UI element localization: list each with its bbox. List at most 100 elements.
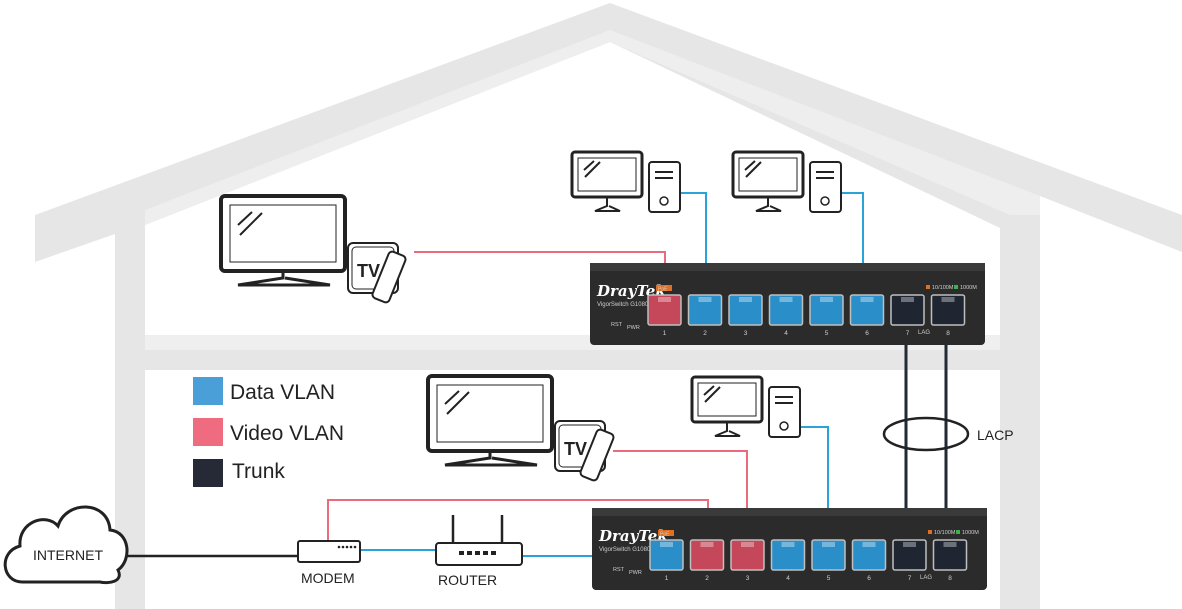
switch-lower-port-6-latch xyxy=(862,542,876,547)
switch-upper-led-b: 1000M xyxy=(960,285,977,291)
switch-lower-port-7-number: 7 xyxy=(908,575,912,582)
switch-upper-ports: 1 2 3 4 5 6 7 8 xyxy=(647,294,966,337)
switch-lower-port-5 xyxy=(811,539,846,571)
switch-upper-port-4-latch xyxy=(779,297,793,302)
switch-lower-led-a: 10/100M xyxy=(934,530,956,536)
switch-upper-port-5-latch xyxy=(820,297,833,302)
modem: MODEM xyxy=(297,540,361,586)
switch-upper-port-2 xyxy=(687,294,723,326)
internet-cloud: INTERNET xyxy=(3,505,129,585)
switch-lower-port-8 xyxy=(932,539,968,571)
switch-lower-port-3 xyxy=(730,539,765,571)
tv-lower xyxy=(426,374,554,467)
modem-icon xyxy=(297,540,361,563)
switch-lower-ports: 1 2 3 4 5 6 7 8 xyxy=(649,539,968,582)
switch-lower-rst: RST xyxy=(613,567,625,573)
tv-upper xyxy=(219,194,347,287)
switch-upper-port-1-number: 1 xyxy=(663,330,667,337)
legend: Data VLAN Video VLAN Trunk xyxy=(193,377,344,487)
switch-upper-port-5-number: 5 xyxy=(825,330,829,337)
switch-lower-port-4-number: 4 xyxy=(786,575,790,582)
switch-lower-port-5-latch xyxy=(822,542,835,547)
router-label: ROUTER xyxy=(438,572,497,588)
switch-upper-port-4-number: 4 xyxy=(784,330,788,337)
switch-lower-port-6-number: 6 xyxy=(867,575,871,582)
switch-upper-port-4 xyxy=(768,294,804,326)
switch-lower-poe: PoE xyxy=(660,532,670,538)
switch-upper: DrayTek VigorSwitch G1080 PoE 10/100M 10… xyxy=(590,263,985,345)
switch-lower-port-3-number: 3 xyxy=(746,575,750,582)
switch-lower-led-b: 1000M xyxy=(962,530,979,536)
computer-upper-1 xyxy=(570,150,681,213)
lacp-ring xyxy=(882,416,970,452)
switch-upper-port-3 xyxy=(728,294,763,326)
switch-lower-port-7 xyxy=(892,539,927,571)
legend-label-video: Video VLAN xyxy=(230,422,344,445)
legend-swatch-trunk xyxy=(193,459,223,487)
lacp-label: LACP xyxy=(977,427,1014,443)
set-top-box-upper: TV xyxy=(347,242,407,304)
switch-lower: DrayTek VigorSwitch G1080 PoE 10/100M 10… xyxy=(592,508,987,590)
house-roof-inner xyxy=(145,30,1040,228)
switch-upper-port-2-number: 2 xyxy=(703,330,707,337)
switch-lower-model: VigorSwitch G1080 xyxy=(599,547,651,553)
switch-upper-poe: PoE xyxy=(658,287,668,293)
switch-upper-port-6-latch xyxy=(860,297,874,302)
legend-swatch-video xyxy=(193,418,223,446)
switch-lower-port-7-latch xyxy=(903,542,916,547)
switch-upper-rst: RST xyxy=(611,322,623,328)
switch-upper-port-7-number: 7 xyxy=(906,330,910,337)
switch-lower-port-2-number: 2 xyxy=(705,575,709,582)
switch-upper-port-7 xyxy=(890,294,925,326)
switch-upper-model: VigorSwitch G1080 xyxy=(597,302,649,308)
wire-data-upper-pc1 xyxy=(680,192,707,290)
switch-upper-port-1 xyxy=(647,294,682,326)
internet-label: INTERNET xyxy=(33,547,103,563)
modem-label: MODEM xyxy=(301,570,355,586)
switch-upper-port-8-number: 8 xyxy=(946,330,950,337)
switch-lower-pwr: PWR xyxy=(629,570,642,576)
house-floor xyxy=(145,350,1000,370)
switch-upper-port-3-latch xyxy=(739,297,752,302)
router: ROUTER xyxy=(435,515,523,588)
switch-lower-port-8-number: 8 xyxy=(948,575,952,582)
switch-lower-port-2-latch xyxy=(700,542,714,547)
switch-upper-port-5 xyxy=(809,294,844,326)
switch-upper-lag: LAG xyxy=(918,330,930,336)
switch-upper-port-6-number: 6 xyxy=(865,330,869,337)
switch-lower-port-4-latch xyxy=(781,542,795,547)
tv-lower-label: TV xyxy=(564,439,587,459)
switch-lower-port-6 xyxy=(851,539,887,571)
cloud-icon xyxy=(3,505,129,585)
switch-upper-pwr: PWR xyxy=(627,325,640,331)
switch-lower-port-2 xyxy=(689,539,725,571)
switch-lower-lag: LAG xyxy=(920,575,932,581)
switch-lower-port-8-latch xyxy=(943,542,957,547)
switch-lower-port-1 xyxy=(649,539,684,571)
switch-upper-led-a: 10/100M xyxy=(932,285,954,291)
switch-upper-port-8 xyxy=(930,294,966,326)
switch-upper-port-6 xyxy=(849,294,885,326)
set-top-box-lower: TV xyxy=(554,420,615,482)
switch-lower-port-4 xyxy=(770,539,806,571)
switch-upper-port-2-latch xyxy=(698,297,712,302)
switch-lower-port-3-latch xyxy=(741,542,754,547)
switch-upper-port-1-latch xyxy=(658,297,671,302)
legend-swatch-data xyxy=(193,377,223,405)
legend-label-trunk: Trunk xyxy=(232,460,285,483)
computer-upper-2 xyxy=(731,150,842,213)
switch-lower-port-1-number: 1 xyxy=(665,575,669,582)
switch-upper-port-7-latch xyxy=(901,297,914,302)
switch-lower-port-1-latch xyxy=(660,542,673,547)
switch-upper-port-3-number: 3 xyxy=(744,330,748,337)
computer-lower xyxy=(690,375,801,438)
wire-data-upper-pc2 xyxy=(841,192,864,290)
switch-lower-port-5-number: 5 xyxy=(827,575,831,582)
house xyxy=(35,3,1182,609)
legend-label-data: Data VLAN xyxy=(230,381,335,404)
tv-upper-label: TV xyxy=(357,261,380,281)
wire-data-lower-pc xyxy=(800,426,829,540)
switch-upper-port-8-latch xyxy=(941,297,955,302)
house-wall-right xyxy=(1000,215,1040,609)
